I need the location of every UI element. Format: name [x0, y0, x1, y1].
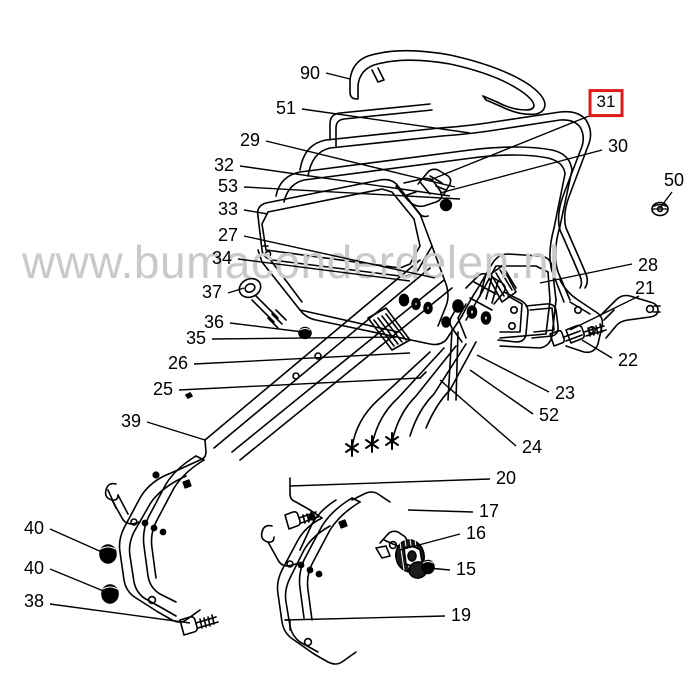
- leader-line: [227, 287, 245, 294]
- leader-line: [301, 108, 471, 134]
- callout-number[interactable]: 50: [663, 170, 685, 190]
- leader-line: [146, 421, 206, 441]
- callout-number[interactable]: 29: [239, 130, 261, 150]
- callout-number[interactable]: 25: [152, 379, 174, 399]
- leader-line: [427, 567, 451, 571]
- leader-line: [265, 140, 456, 188]
- leader-line: [49, 568, 107, 593]
- callout-number[interactable]: 23: [554, 383, 576, 403]
- leader-line: [229, 322, 304, 333]
- leader-line: [243, 209, 269, 215]
- callout-number[interactable]: 90: [299, 63, 321, 83]
- callout-number[interactable]: 36: [203, 312, 225, 332]
- leader-line: [439, 379, 517, 447]
- leader-line: [325, 72, 351, 80]
- leader-line: [284, 615, 446, 621]
- callout-number[interactable]: 17: [478, 501, 500, 521]
- callout-number[interactable]: 33: [217, 199, 239, 219]
- callout-number[interactable]: 39: [120, 411, 142, 431]
- leader-line: [659, 191, 673, 209]
- leader-line: [193, 352, 411, 365]
- leader-line: [237, 258, 411, 282]
- callout-number[interactable]: 40: [23, 558, 45, 578]
- callout-number[interactable]: 16: [465, 523, 487, 543]
- leader-line: [539, 263, 633, 284]
- callout-number[interactable]: 15: [455, 559, 477, 579]
- callout-number[interactable]: 22: [617, 350, 639, 370]
- callout-highlighted[interactable]: 31: [588, 89, 624, 117]
- leader-line: [429, 115, 590, 181]
- leader-line: [243, 235, 436, 279]
- callout-number[interactable]: 28: [637, 255, 659, 275]
- callout-number[interactable]: 53: [217, 176, 239, 196]
- leader-line: [581, 339, 613, 359]
- callout-number[interactable]: 35: [185, 328, 207, 348]
- callout-number[interactable]: 52: [538, 405, 560, 425]
- leader-line: [569, 295, 640, 331]
- callout-number[interactable]: 38: [23, 591, 45, 611]
- leader-line: [439, 149, 603, 194]
- callout-number[interactable]: 21: [634, 278, 656, 298]
- callout-number[interactable]: 34: [211, 248, 233, 268]
- leader-line: [243, 186, 461, 200]
- leader-line: [469, 369, 534, 415]
- callout-number[interactable]: 30: [607, 136, 629, 156]
- leader-line: [407, 509, 474, 513]
- leader-line: [178, 377, 421, 391]
- callout-number[interactable]: 20: [495, 468, 517, 488]
- leader-line: [399, 533, 461, 551]
- callout-number[interactable]: 37: [201, 282, 223, 302]
- leader-line: [289, 478, 491, 487]
- leader-line: [49, 528, 105, 554]
- callout-number[interactable]: 51: [275, 98, 297, 118]
- callout-number[interactable]: 32: [213, 155, 235, 175]
- callout-number[interactable]: 24: [521, 437, 543, 457]
- callout-number[interactable]: 27: [217, 225, 239, 245]
- callout-number[interactable]: 26: [167, 353, 189, 373]
- leader-line: [239, 165, 451, 197]
- leader-line: [211, 336, 397, 340]
- callout-number[interactable]: 40: [23, 518, 45, 538]
- leader-line: [49, 603, 191, 624]
- callout-number[interactable]: 19: [450, 605, 472, 625]
- leader-line: [476, 354, 550, 393]
